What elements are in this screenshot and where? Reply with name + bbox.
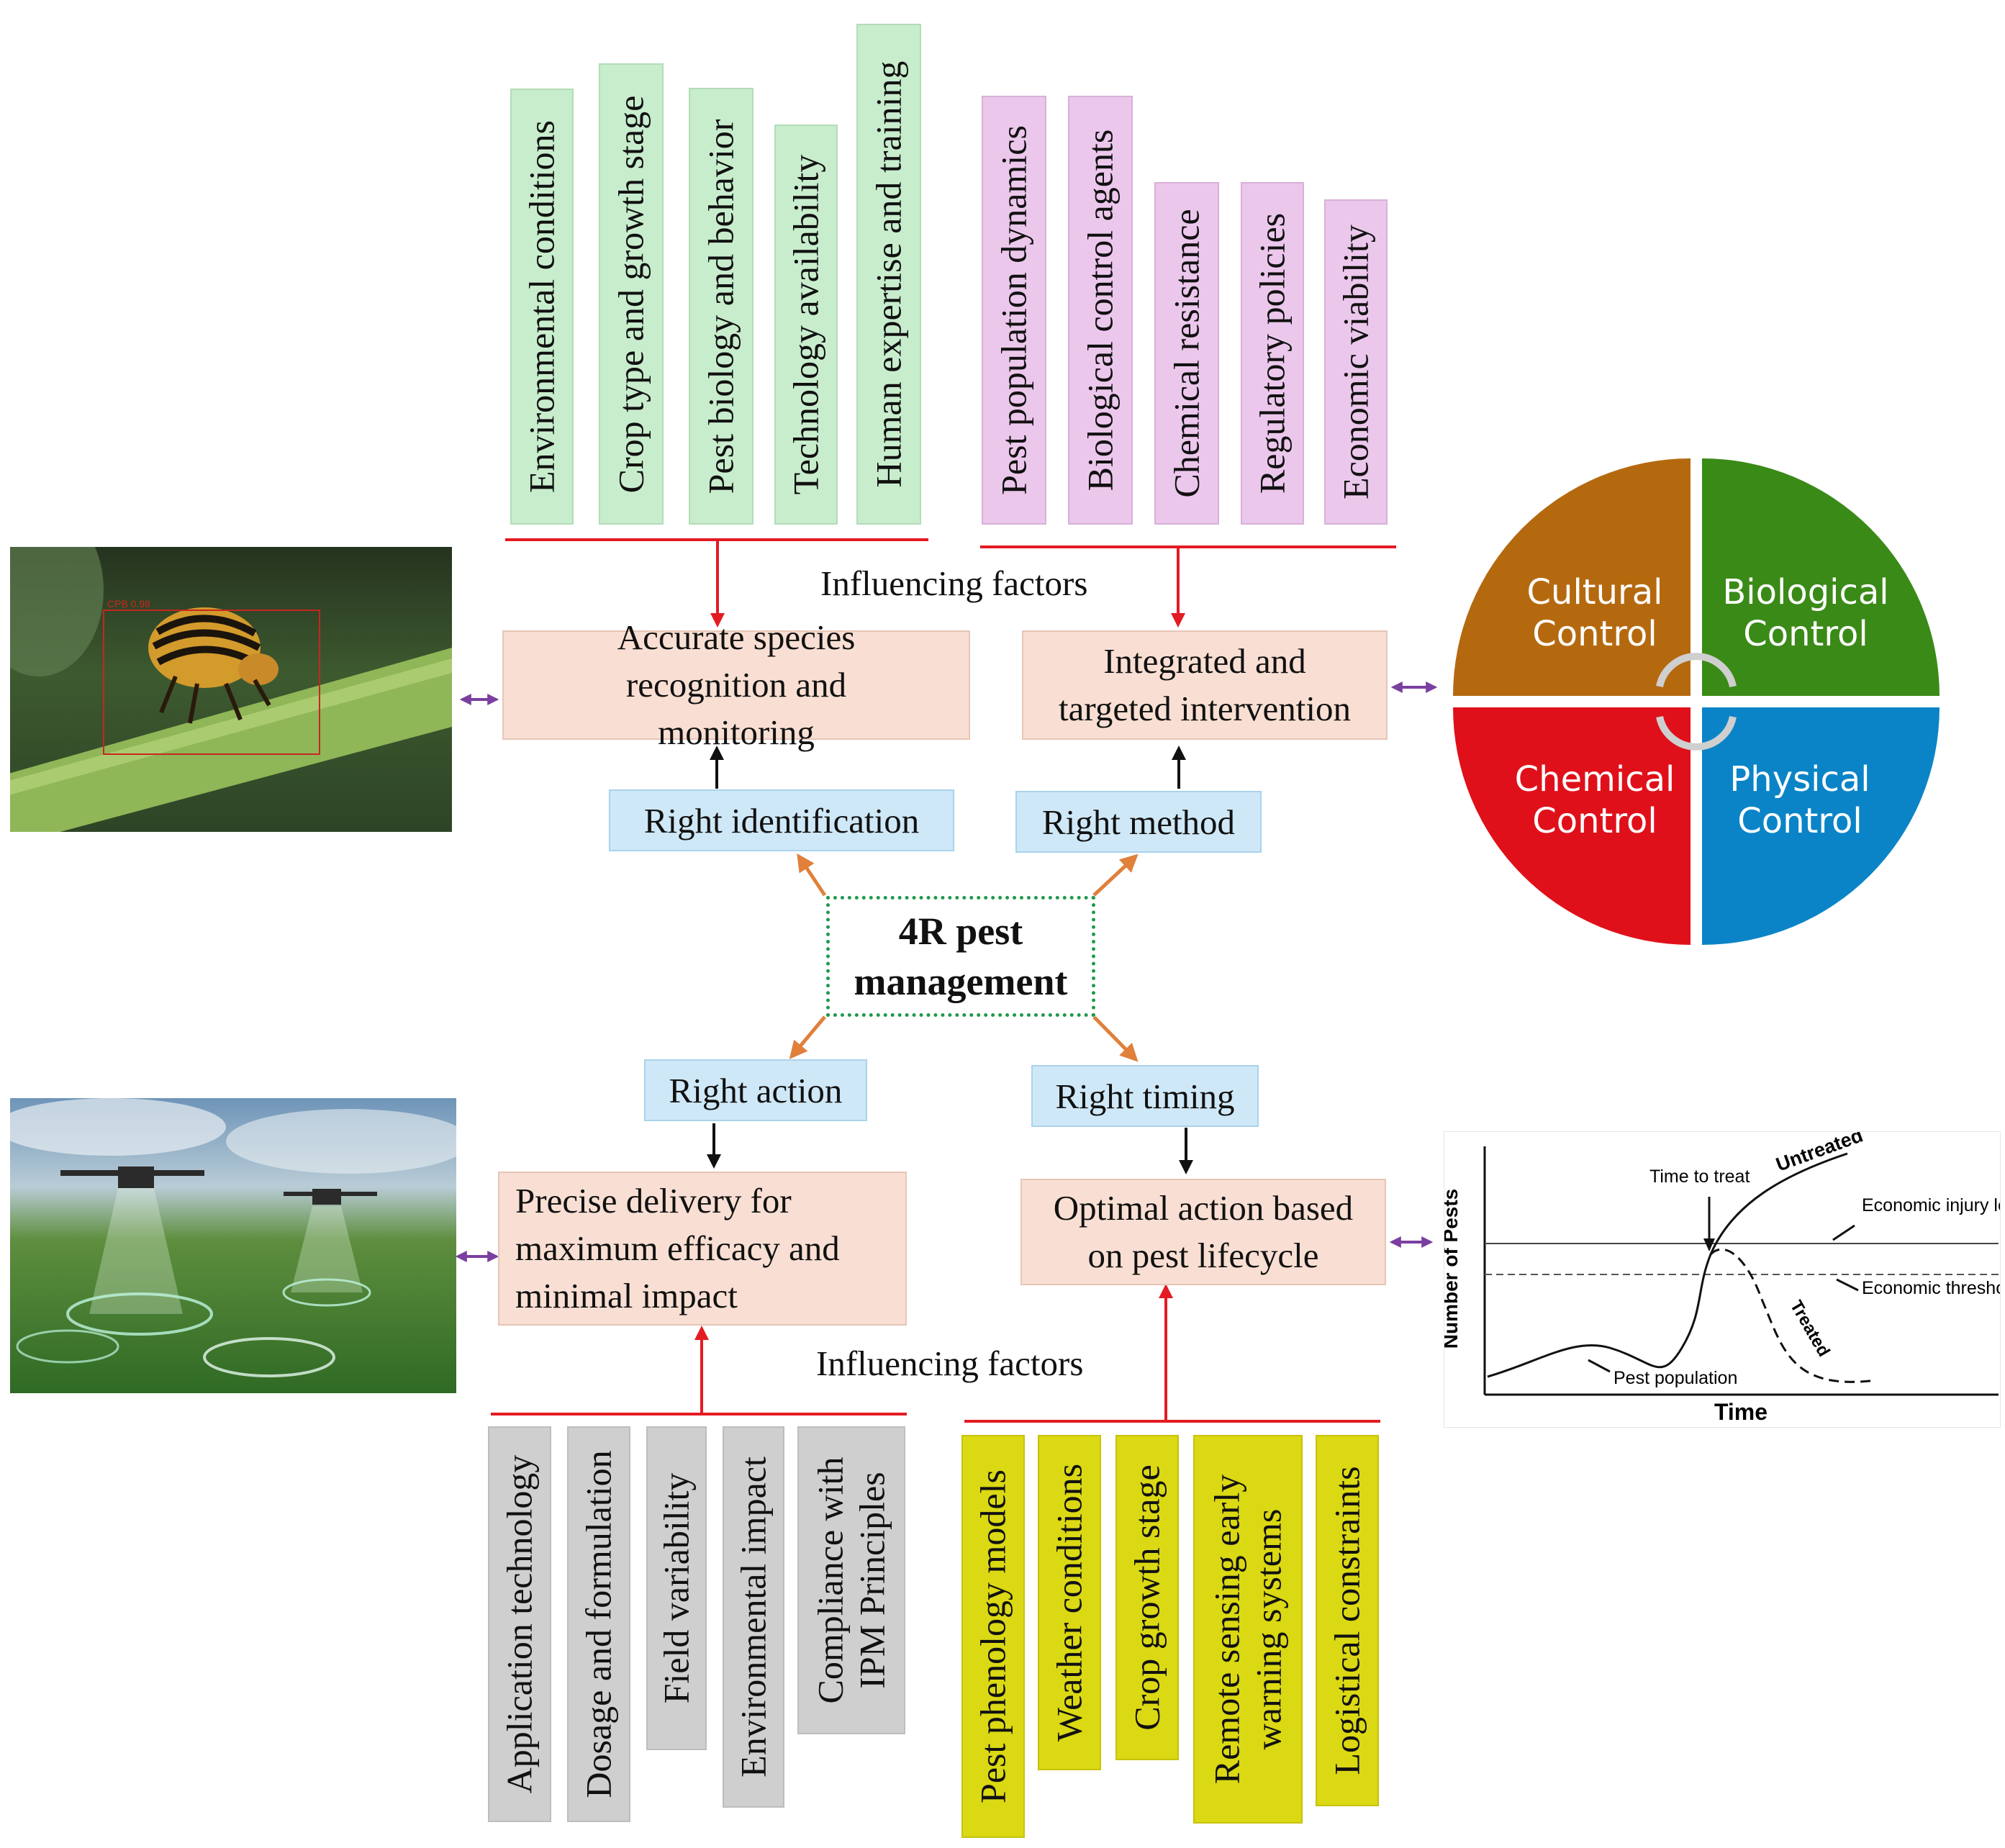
chemical-control-quadrant: [1453, 707, 1691, 945]
treated-curve: [1709, 1248, 1877, 1383]
factor-label: Compliance with IPM Principles: [810, 1457, 892, 1704]
center-arrow: [1092, 853, 1139, 897]
factor-label: Environmental impact: [733, 1457, 774, 1777]
y-axis-label: Number of Pests: [1444, 1189, 1462, 1349]
detection-label: CPB 0.98: [107, 598, 150, 610]
control-wheel-svg: [1453, 458, 1940, 945]
outcome-method: Integrated and targeted intervention: [1022, 630, 1388, 740]
right-timing: Right timing: [1031, 1065, 1259, 1127]
factor-label: Remote sensing early warning systems: [1206, 1474, 1289, 1785]
outcome-timing: Optimal action based on pest lifecycle: [1020, 1179, 1386, 1285]
factor-bar-gray: Field variability: [646, 1426, 707, 1750]
x-axis-label: Time: [1714, 1399, 1768, 1425]
factor-bar-yellow: Logistical constraints: [1316, 1435, 1379, 1806]
untreated-label: Untreated: [1773, 1132, 1866, 1176]
cultural-control-quadrant: [1453, 458, 1691, 696]
eil-label: Economic injury level: [1862, 1195, 2000, 1215]
beetle-photo: CPB 0.98: [10, 547, 452, 832]
time-to-treat-label: Time to treat: [1649, 1167, 1750, 1187]
factor-label: Weather conditions: [1049, 1463, 1090, 1742]
factor-bar-yellow: Pest phenology models: [961, 1435, 1025, 1838]
et-label: Economic threshold: [1862, 1278, 2000, 1298]
right-action: Right action: [644, 1059, 867, 1121]
physical-control-label: Physical Control: [1729, 759, 1870, 841]
factor-bar-yellow: Weather conditions: [1038, 1435, 1101, 1770]
drone-photo: [10, 1098, 456, 1393]
factor-bar-pink: Chemical resistance: [1154, 182, 1219, 525]
outcome-action: Precise delivery for maximum efficacy an…: [498, 1172, 907, 1326]
factor-bar-gray: Dosage and formulation: [567, 1426, 630, 1822]
drone-illustration: [10, 1098, 456, 1377]
chemical-control-label: Chemical Control: [1514, 759, 1675, 841]
factor-bar-gray: Environmental impact: [723, 1426, 784, 1808]
pest-population-curve: [1487, 1152, 1848, 1378]
pest-graph-svg: Number of Pests Time Untreated Treated T…: [1439, 1124, 2005, 1425]
biological-control-label: Biological Control: [1722, 572, 1889, 654]
pest-population-graph: Number of Pests Time Untreated Treated T…: [1439, 1124, 2005, 1428]
pest-population-label: Pest population: [1613, 1368, 1737, 1388]
factor-label: Field variability: [656, 1472, 697, 1704]
factor-bar-pink: Biological control agents: [1068, 96, 1133, 525]
factor-label: Application technology: [499, 1454, 540, 1794]
factor-bar-pink: Economic viability: [1324, 199, 1388, 525]
biological-control-quadrant: [1702, 458, 1940, 696]
factor-label: Logistical constraints: [1326, 1466, 1367, 1775]
beetle-illustration: CPB 0.98: [10, 547, 452, 832]
factor-bar-gray: Compliance with IPM Principles: [797, 1426, 905, 1734]
cycle-arrow-icon: [1656, 715, 1737, 751]
factor-bar-yellow: Crop growth stage: [1115, 1435, 1179, 1760]
right-method: Right method: [1015, 791, 1262, 853]
factor-label: Dosage and formulation: [578, 1450, 619, 1798]
treated-label: Treated: [1786, 1297, 1834, 1360]
factor-label: Pest phenology models: [972, 1469, 1013, 1803]
factor-bar-green: Technology availability: [774, 124, 838, 525]
center-4r-pest-management: 4R pest management: [826, 896, 1095, 1017]
center-arrow: [797, 853, 827, 897]
factor-bar-yellow: Remote sensing early warning systems: [1193, 1435, 1303, 1824]
factor-bar-green: Crop type and growth stage: [599, 63, 664, 525]
outcome-identification: Accurate species recognition and monitor…: [502, 617, 970, 752]
control-wheel: Cultural Control Biological Control Chem…: [1451, 456, 1942, 947]
factor-bar-green: Pest biology and behavior: [689, 88, 753, 525]
factor-bar-green: Human expertise and training: [856, 24, 921, 525]
right-identification: Right identification: [609, 789, 954, 851]
cycle-arrow-icon: [1656, 653, 1737, 688]
influencing-factors-label-top: Influencing factors: [820, 563, 1088, 603]
cultural-control-label: Cultural Control: [1526, 572, 1663, 654]
factor-bar-green: Environmental conditions: [510, 89, 574, 525]
center-arrow: [789, 1015, 826, 1059]
factor-bar-gray: Application technology: [488, 1426, 551, 1822]
factor-bar-pink: Regulatory policies: [1241, 182, 1304, 525]
factor-bar-pink: Pest population dynamics: [982, 96, 1046, 525]
influencing-factors-label-bottom: Influencing factors: [816, 1344, 1084, 1383]
center-arrow: [1092, 1015, 1139, 1062]
factor-label: Crop growth stage: [1126, 1464, 1167, 1731]
physical-control-quadrant: [1702, 707, 1940, 945]
